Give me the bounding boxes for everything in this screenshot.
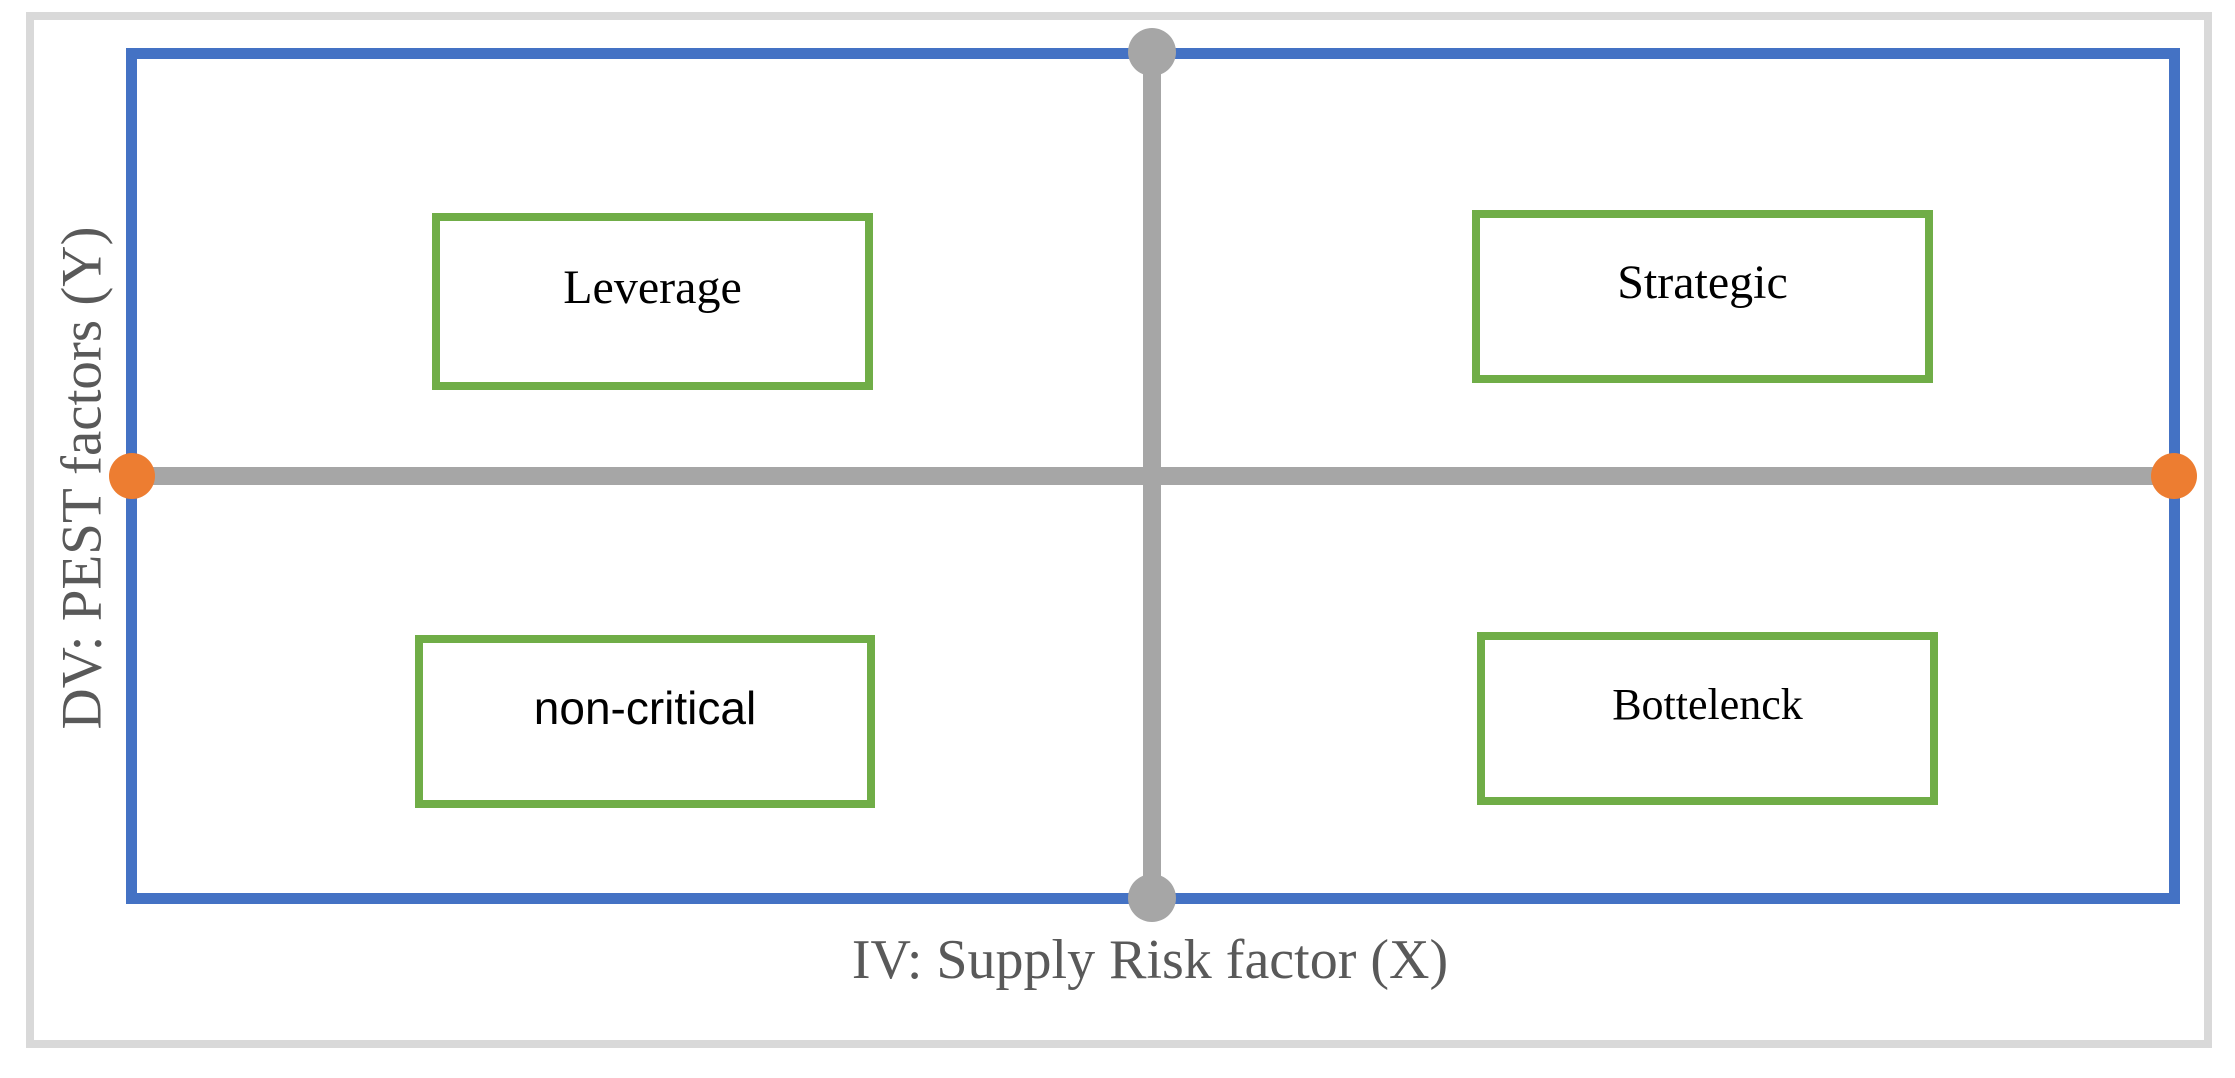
y-axis-title: DV: PEST factors (Y) — [50, 226, 114, 730]
quadrant-box-bottleneck: Bottelenck — [1477, 632, 1938, 805]
x-axis-title: IV: Supply Risk factor (X) — [851, 929, 1449, 991]
figure-frame — [26, 12, 2212, 1048]
x-axis-right-endpoint-dot — [2151, 453, 2197, 499]
x-axis-left-endpoint-dot — [109, 453, 155, 499]
quadrant-label-strategic: Strategic — [1617, 256, 1788, 309]
quadrant-label-leverage: Leverage — [563, 261, 742, 314]
quadrant-box-strategic: Strategic — [1472, 210, 1933, 383]
quadrant-label-non-critical: non-critical — [533, 681, 757, 734]
quadrant-box-non-critical: non-critical — [415, 635, 875, 808]
quadrant-label-bottleneck: Bottelenck — [1612, 680, 1803, 729]
y-axis-top-endpoint-dot — [1128, 28, 1176, 76]
y-axis-line — [1143, 52, 1161, 898]
quadrant-box-leverage: Leverage — [432, 213, 873, 390]
y-axis-bottom-endpoint-dot — [1128, 874, 1176, 922]
